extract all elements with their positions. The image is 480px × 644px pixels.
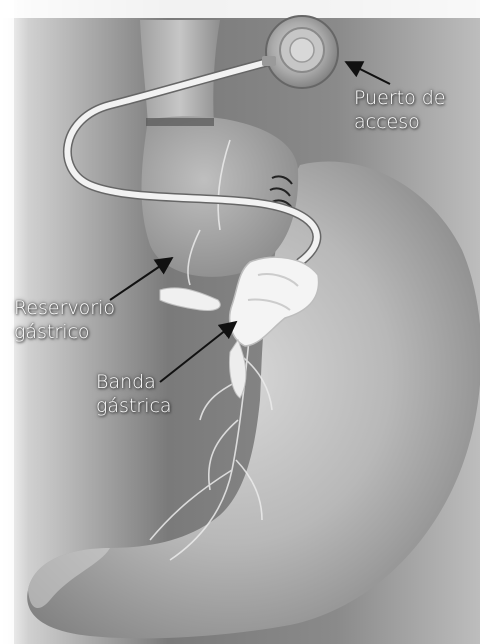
label-banda-line2: gástrica xyxy=(96,394,172,418)
label-puerto-de-acceso: Puerto de acceso xyxy=(354,86,446,134)
band-ring xyxy=(146,118,214,126)
label-banda-line1: Banda xyxy=(96,370,172,394)
label-reservorio-gastrico: Reservorio gástrico xyxy=(14,296,115,344)
left-border xyxy=(0,0,14,644)
label-reservorio-line1: Reservorio xyxy=(14,296,115,320)
label-banda-gastrica: Banda gástrica xyxy=(96,370,172,418)
top-border xyxy=(0,0,480,18)
label-puerto-line2: acceso xyxy=(354,110,446,134)
label-reservorio-line2: gástrico xyxy=(14,320,115,344)
esophagus xyxy=(140,20,220,125)
label-puerto-line1: Puerto de xyxy=(354,86,446,110)
